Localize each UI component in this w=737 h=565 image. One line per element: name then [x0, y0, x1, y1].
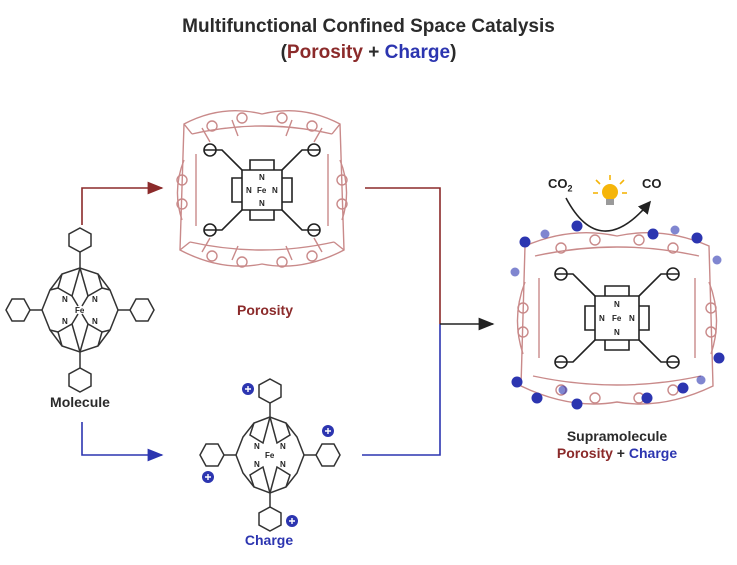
charge-n-label-1: N [254, 442, 260, 451]
supra-charge-sphere [571, 398, 583, 410]
charge-n-label-4: N [280, 460, 286, 469]
charge-ring-bottom [258, 506, 282, 532]
charge-n-label-3: N [254, 460, 260, 469]
supra-n-label-3: N [599, 314, 605, 323]
molecule-n-label-3: N [62, 317, 68, 326]
charge-ring-top [258, 378, 282, 404]
supra-charge-sphere [558, 385, 568, 395]
supra-charge-sphere [540, 229, 550, 239]
porosity-label: Porosity [236, 302, 293, 318]
subtitle-porosity: Porosity [286, 42, 363, 63]
charge-metal-label: Fe [265, 451, 275, 460]
supra-charge-sphere [647, 228, 659, 240]
molecule-n-label-4: N [92, 317, 98, 326]
supra-charge-sphere [670, 225, 680, 235]
supra-charge-sphere [712, 255, 722, 265]
supra-porosity-label: Porosity [556, 445, 613, 461]
phenyl-ring-right [129, 298, 155, 322]
porosity-cage: Fe N N N N [176, 110, 348, 268]
supra-charge-sphere [696, 375, 706, 385]
supra-n-label-4: N [629, 314, 635, 323]
charge-label: Charge [244, 532, 294, 548]
porosity-connector [365, 187, 441, 324]
porosity-n-label-1: N [259, 173, 265, 182]
flow-arrows [81, 181, 495, 462]
lightbulb-icon [593, 175, 627, 205]
supramolecule-structure: Fe N N N N [510, 220, 725, 410]
arrow-to-charge [81, 422, 164, 462]
supra-plus-label: + [612, 445, 629, 461]
supramolecule-label: Supramolecule [566, 428, 668, 444]
charge-n-label-2: N [280, 442, 286, 451]
reactant-base: CO [548, 176, 568, 191]
phenyl-ring-top [68, 227, 92, 253]
porosity-metal-label: Fe [257, 186, 267, 195]
charge-ring-right [315, 443, 341, 467]
subtitle-close-paren: ) [450, 42, 457, 63]
supra-charge-sphere [519, 236, 531, 248]
supra-charge-sphere [511, 376, 523, 388]
molecule-metal-label: Fe [75, 306, 85, 315]
supra-charge-sphere [510, 267, 520, 277]
supramolecule-sublabel: Porosity + Charge [537, 445, 697, 461]
charged-molecule: Fe N N N N [199, 378, 341, 532]
reactant-label: CO2 [548, 176, 573, 194]
subtitle-plus: + [362, 42, 385, 63]
molecule-n-label-2: N [92, 295, 98, 304]
co2-reduction-arc [565, 197, 652, 232]
charge-connector [362, 324, 441, 456]
diagram-title: Multifunctional Confined Space Catalysis [182, 16, 555, 37]
molecule-structure [5, 227, 155, 393]
molecule-n-label-1: N [62, 295, 68, 304]
arrow-to-porosity [81, 181, 164, 225]
phenyl-ring-left [5, 298, 31, 322]
supra-metal-label: Fe [612, 314, 622, 323]
reactant-subscript: 2 [567, 183, 573, 194]
phenyl-ring-bottom [68, 367, 92, 393]
supra-n-label-2: N [614, 328, 620, 337]
charge-ring-left [199, 443, 225, 467]
product-label: CO [642, 176, 662, 191]
diagram-subtitle: (Porosity + Charge) [0, 42, 737, 64]
supra-charge-sphere [571, 220, 583, 232]
porosity-n-label-3: N [246, 186, 252, 195]
porosity-n-label-2: N [259, 199, 265, 208]
subtitle-open-paren: ( [280, 42, 287, 63]
supra-charge-label: Charge [628, 445, 678, 461]
supra-charge-sphere [531, 392, 543, 404]
supra-charge-sphere [677, 382, 689, 394]
supra-n-label-1: N [614, 300, 620, 309]
supra-charge-sphere [641, 392, 653, 404]
supra-charge-sphere [691, 232, 703, 244]
supra-charge-sphere [713, 352, 725, 364]
molecule-label: Molecule [50, 394, 110, 410]
porosity-n-label-4: N [272, 186, 278, 195]
molecule-atom-labels: Fe N N N N [62, 295, 98, 326]
subtitle-charge: Charge [384, 42, 451, 63]
